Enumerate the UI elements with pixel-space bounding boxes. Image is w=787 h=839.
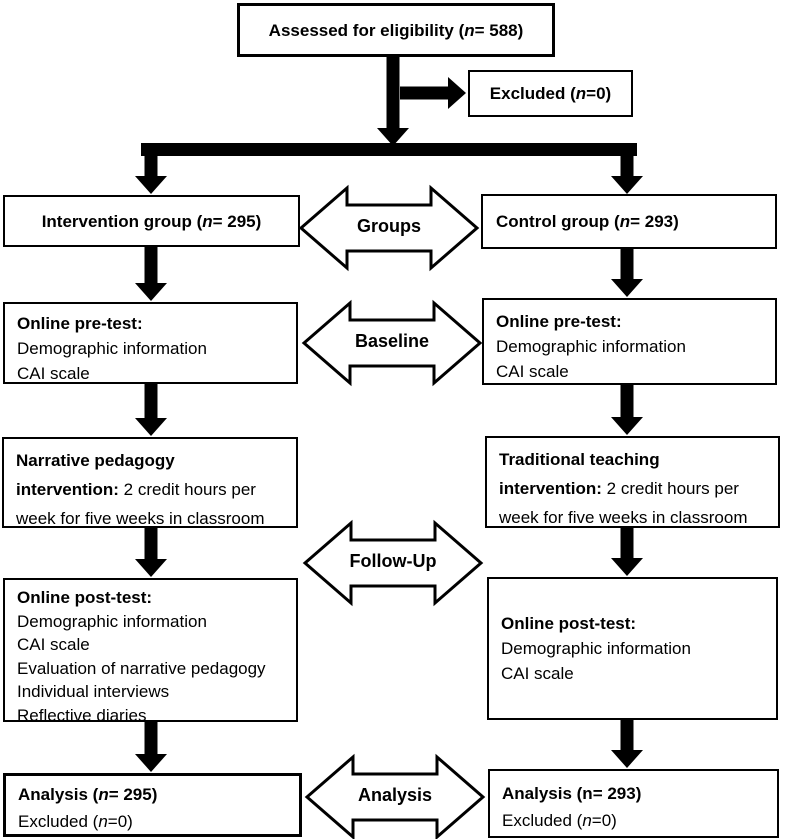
stage-label-baseline: Baseline bbox=[354, 331, 430, 351]
posttest-left-title: Online post-test: bbox=[17, 588, 153, 607]
analysis-right-title: Analysis (n= 293) bbox=[502, 784, 642, 803]
pretest-right-line: CAI scale bbox=[496, 362, 569, 381]
double-arrow-followup bbox=[302, 519, 484, 607]
posttest-left-line: CAI scale bbox=[17, 635, 90, 654]
control-group-box: Control group (n= 293) bbox=[481, 194, 777, 249]
arrow-assessed-to-branch bbox=[377, 57, 409, 146]
posttest-left-line: Reflective diaries bbox=[17, 705, 147, 725]
posttest-right-title: Online post-test: bbox=[501, 614, 637, 633]
analysis-left-box: Analysis (n= 295) Excluded (n=0) bbox=[3, 773, 302, 837]
pretest-right-box: Online pre-test: Demographic information… bbox=[482, 298, 777, 385]
stage-label-followup: Follow-Up bbox=[349, 551, 437, 571]
pretest-left-title: Online pre-test: bbox=[17, 314, 143, 333]
analysis-left-line: Excluded (n=0) bbox=[18, 812, 133, 831]
posttest-left-box: Online post-test: Demographic informatio… bbox=[3, 578, 298, 725]
pretest-left-line: Demographic information bbox=[17, 339, 207, 358]
assessed-text: Assessed for eligibility (n= 588) bbox=[268, 20, 524, 40]
intervention-group-text: Intervention group (n= 295) bbox=[41, 211, 262, 231]
assessed-box: Assessed for eligibility (n= 588) bbox=[237, 3, 555, 57]
arrow-left-group-to-pretest bbox=[135, 247, 167, 301]
narrative-intervention-line: intervention: 2 credit hours per bbox=[16, 480, 256, 499]
double-arrow-groups bbox=[298, 184, 480, 272]
analysis-right-line: Excluded (n=0) bbox=[502, 811, 617, 830]
traditional-intervention-line: week for five weeks in classroom bbox=[499, 508, 748, 527]
excluded-box: Excluded (n=0) bbox=[468, 70, 633, 117]
arrow-branch-to-control-group bbox=[611, 150, 643, 194]
analysis-right-box: Analysis (n= 293) Excluded (n=0) bbox=[488, 769, 779, 838]
posttest-left-line: Individual interviews bbox=[17, 682, 170, 701]
pretest-left-box: Online pre-test: Demographic information… bbox=[3, 302, 298, 384]
narrative-intervention-box: Narrative pedagogy intervention: 2 credi… bbox=[2, 437, 298, 528]
arrow-left-intervention-to-posttest bbox=[135, 528, 167, 577]
arrow-left-pretest-to-intervention bbox=[135, 384, 167, 436]
control-group-text: Control group (n= 293) bbox=[496, 212, 679, 231]
pretest-left-line: CAI scale bbox=[17, 364, 90, 383]
posttest-right-line: Demographic information bbox=[501, 639, 691, 658]
posttest-left-line: Demographic information bbox=[17, 611, 207, 631]
posttest-right-line: CAI scale bbox=[501, 664, 574, 683]
stage-label-analysis: Analysis bbox=[357, 785, 433, 805]
double-arrow-baseline bbox=[301, 299, 483, 387]
posttest-right-box: Online post-test: Demographic informatio… bbox=[487, 577, 778, 720]
traditional-intervention-title: Traditional teaching bbox=[499, 450, 660, 469]
arrow-right-pretest-to-intervention bbox=[611, 385, 643, 435]
intervention-group-box: Intervention group (n= 295) bbox=[3, 195, 300, 247]
narrative-intervention-line: week for five weeks in classroom bbox=[16, 509, 265, 528]
posttest-left-line: Evaluation of narrative pedagogy bbox=[17, 658, 266, 678]
analysis-left-title: Analysis (n= 295) bbox=[18, 785, 158, 804]
traditional-intervention-box: Traditional teaching intervention: 2 cre… bbox=[485, 436, 780, 528]
pretest-right-title: Online pre-test: bbox=[496, 312, 622, 331]
arrow-branch-to-intervention-group bbox=[135, 150, 167, 194]
narrative-intervention-title: Narrative pedagogy bbox=[16, 451, 175, 470]
arrow-right-intervention-to-posttest bbox=[611, 528, 643, 576]
double-arrow-analysis bbox=[304, 753, 486, 839]
arrow-right-posttest-to-analysis bbox=[611, 720, 643, 768]
pretest-right-line: Demographic information bbox=[496, 337, 686, 356]
arrow-to-excluded bbox=[400, 77, 466, 109]
traditional-intervention-line: intervention: 2 credit hours per bbox=[499, 479, 739, 498]
arrow-right-group-to-pretest bbox=[611, 249, 643, 297]
stage-label-groups: Groups bbox=[356, 216, 421, 236]
arrow-left-posttest-to-analysis bbox=[135, 722, 167, 772]
branch-bar bbox=[141, 143, 637, 156]
excluded-text: Excluded (n=0) bbox=[489, 84, 612, 103]
